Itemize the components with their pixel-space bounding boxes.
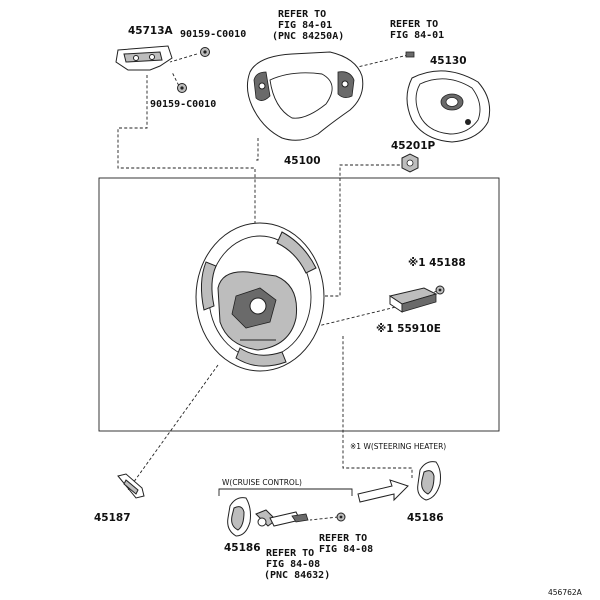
assembly-frame xyxy=(98,177,500,432)
nut-45201p xyxy=(401,153,419,173)
label-refer-bottom-a-2: FIG 84-08 xyxy=(266,559,320,570)
label-refer-bottom-a-3: (PNC 84632) xyxy=(264,570,330,581)
bracket-45713a xyxy=(115,45,173,71)
cover-45187 xyxy=(117,473,145,499)
label-45187: 45187 xyxy=(94,512,131,524)
label-45713a: 45713A xyxy=(128,25,174,37)
label-steering-heater-note: ※1 W(STEERING HEATER) xyxy=(350,442,446,451)
label-refer-bottom-a-1: REFER TO xyxy=(266,548,314,559)
label-refer-bottom-b-1: REFER TO xyxy=(319,533,367,544)
label-refer-top-right-1: REFER TO xyxy=(390,19,438,30)
label-45100: 45100 xyxy=(284,155,321,167)
label-refer-top-left-2: FIG 84-01 xyxy=(278,20,332,31)
cover-45186-bottom xyxy=(227,497,251,537)
label-45186-bottom: 45186 xyxy=(224,542,261,554)
horn-pad-45130 xyxy=(406,70,491,143)
screw-90159-top xyxy=(200,47,210,57)
arrow-to-right xyxy=(357,479,409,503)
bolt-45188 xyxy=(435,285,445,295)
label-cruise-note: W(CRUISE CONTROL) xyxy=(222,478,302,487)
label-refer-top-right-2: FIG 84-01 xyxy=(390,30,444,41)
label-refer-top-left-3: (PNC 84250A) xyxy=(272,31,344,42)
cover-45186-right xyxy=(417,461,441,501)
label-45201p: 45201P xyxy=(391,140,436,152)
heater-ecu-55910e xyxy=(388,287,438,313)
screw-90159-bottom xyxy=(177,83,187,93)
label-45130: 45130 xyxy=(430,55,467,67)
cruise-bracket xyxy=(218,488,353,496)
label-45188: ※1 45188 xyxy=(408,257,466,269)
label-refer-top-left-1: REFER TO xyxy=(278,9,326,20)
screw-cruise xyxy=(336,512,346,522)
label-refer-bottom-b-2: FIG 84-08 xyxy=(319,544,373,555)
label-45186-right: 45186 xyxy=(407,512,444,524)
screw-top-right xyxy=(405,51,415,58)
spoke-cover xyxy=(246,51,364,141)
label-90159-bottom: 90159-C0010 xyxy=(150,99,216,110)
cruise-switch xyxy=(255,509,309,527)
figure-code: 456762A xyxy=(548,588,583,597)
label-55910e: ※1 55910E xyxy=(376,323,441,335)
label-90159-top: 90159-C0010 xyxy=(180,29,246,40)
steering-wheel xyxy=(195,222,325,372)
